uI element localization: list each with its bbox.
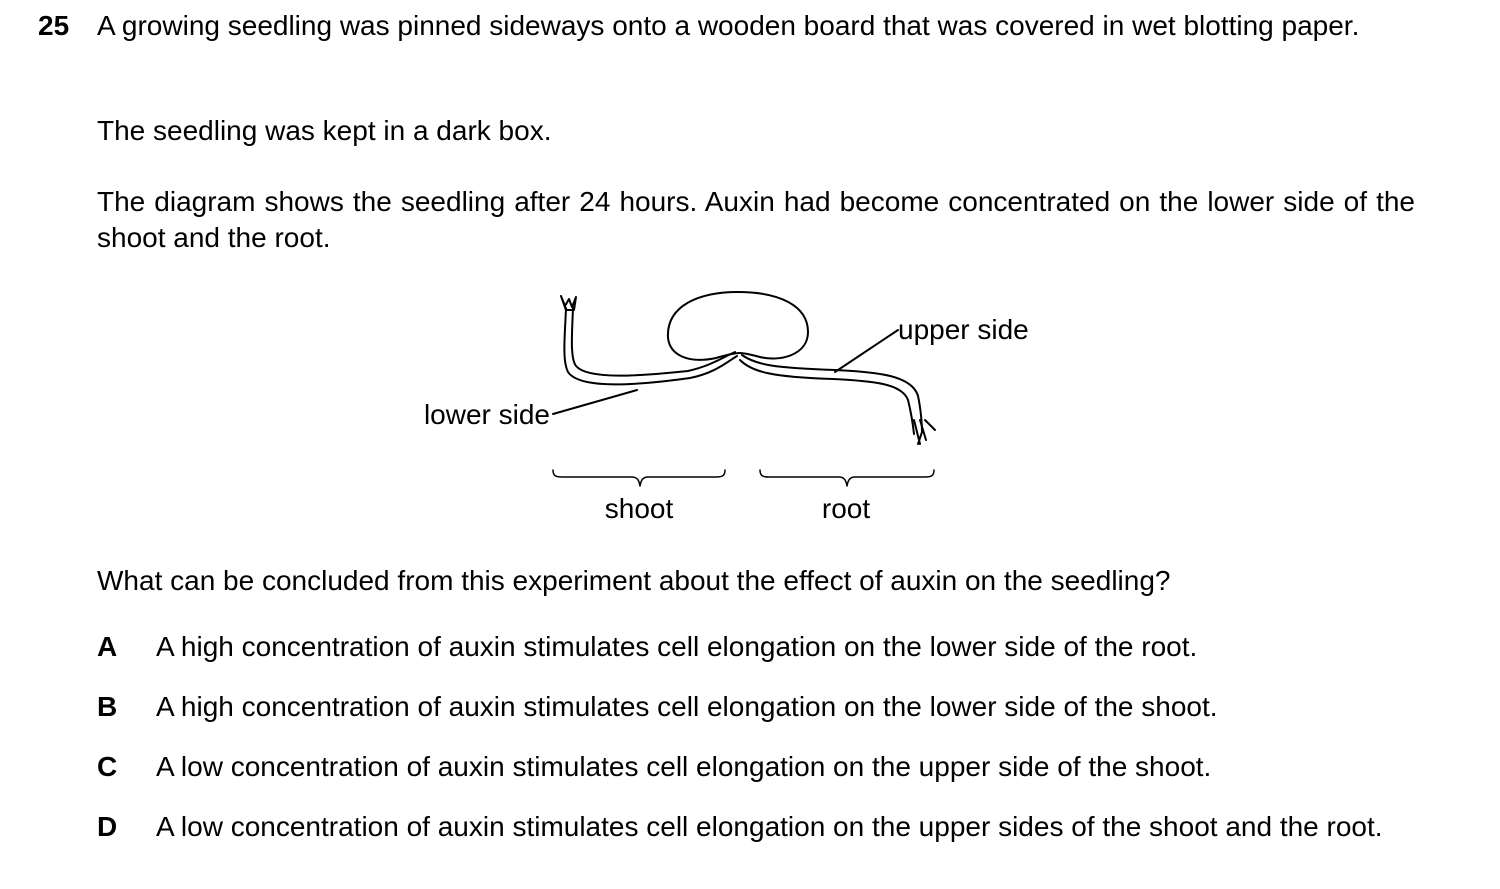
option-a-text[interactable]: A high concentration of auxin stimulates…: [156, 631, 1198, 662]
question-stem-paragraph-2: The seedling was kept in a dark box.: [97, 115, 552, 146]
upper-side-label: upper side: [898, 314, 1029, 345]
root-brace: [759, 469, 935, 487]
shoot-outer-edge: [563, 307, 738, 386]
shoot-brace: [552, 469, 726, 487]
option-c-text[interactable]: A low concentration of auxin stimulates …: [156, 751, 1212, 782]
option-c-letter[interactable]: C: [97, 751, 118, 782]
option-d-text[interactable]: A low concentration of auxin stimulates …: [156, 811, 1383, 842]
lower-side-pointer: [552, 389, 638, 415]
option-b-letter[interactable]: B: [97, 691, 118, 722]
seed-outline: [666, 291, 809, 361]
shoot-inner-edge: [570, 307, 736, 377]
question-number: 25: [38, 10, 70, 41]
lower-side-label: lower side: [424, 399, 550, 430]
option-d-letter[interactable]: D: [97, 811, 118, 842]
option-a-letter[interactable]: A: [97, 631, 118, 662]
upper-side-pointer: [834, 329, 899, 373]
root-label: root: [822, 493, 870, 524]
shoot-tip: [560, 295, 577, 311]
root-lower-edge: [739, 359, 915, 435]
option-b-text[interactable]: A high concentration of auxin stimulates…: [156, 691, 1218, 722]
question-stem-paragraph-3: The diagram shows the seedling after 24 …: [97, 186, 1415, 253]
shoot-label: shoot: [605, 493, 674, 524]
question-prompt: What can be concluded from this experime…: [97, 565, 1171, 596]
root-tip: [913, 419, 936, 445]
question-stem-paragraph-1: A growing seedling was pinned sideways o…: [97, 10, 1360, 41]
root-upper-edge: [741, 354, 923, 433]
